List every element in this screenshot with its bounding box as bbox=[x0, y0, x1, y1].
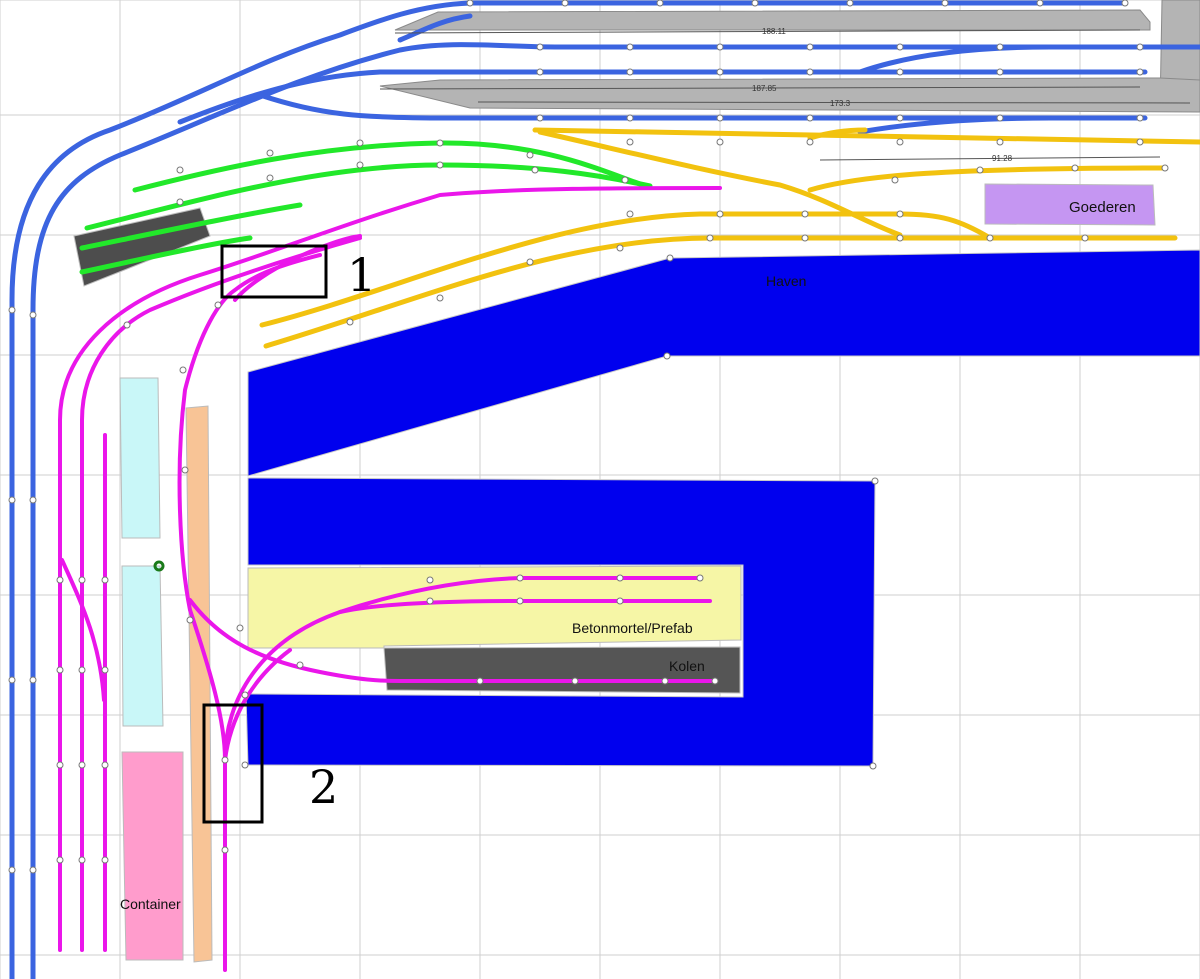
dimension-third-siding: 173.3 bbox=[830, 99, 851, 108]
dimension-top-siding: 188.11 bbox=[762, 27, 786, 36]
cyan-area-top bbox=[119, 377, 161, 539]
vertex-dots bbox=[8, 0, 1169, 874]
mainline-tracks bbox=[9, 0, 1200, 979]
marker-boxes bbox=[202, 244, 328, 824]
container-label: Container bbox=[120, 896, 181, 912]
dimension-second-siding: 187.85 bbox=[752, 84, 777, 93]
goods-label: Goederen bbox=[1069, 199, 1136, 216]
marker-box-2 bbox=[202, 703, 264, 824]
industry-tracks bbox=[58, 186, 722, 972]
marker-label-1: 1 bbox=[347, 248, 376, 302]
grey-sidings bbox=[379, 0, 1200, 113]
dimension-lines bbox=[379, 29, 1191, 161]
container-area bbox=[121, 751, 184, 961]
harbor-tracks bbox=[259, 127, 1200, 349]
junction-marker bbox=[153, 560, 165, 572]
concrete-label: Betonmortel/Prefab bbox=[572, 620, 693, 636]
orange-area bbox=[185, 405, 213, 963]
cyan-area-bottom bbox=[121, 565, 164, 727]
marker-label-2: 2 bbox=[309, 760, 338, 814]
coal-label: Kolen bbox=[669, 658, 705, 674]
harbor-label: Haven bbox=[766, 273, 806, 289]
dimension-yellow-siding: 91.28 bbox=[992, 154, 1013, 163]
goods-area bbox=[984, 183, 1156, 226]
marker-box-1 bbox=[220, 244, 328, 299]
